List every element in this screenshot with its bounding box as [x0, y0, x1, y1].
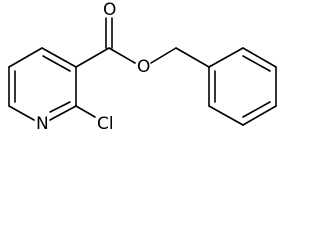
- double-bond-b4-b5-inner: [242, 101, 271, 118]
- bond-c3-carbonyl: [75, 47, 110, 68]
- ester-oxygen-label: O: [137, 57, 150, 77]
- bond-b5-b6: [208, 105, 244, 126]
- bond-ch2-phenyl: [175, 47, 210, 68]
- bond-c3-c4: [41, 47, 77, 68]
- ester-group: [75, 17, 177, 68]
- bond-c6-n: [8, 105, 35, 121]
- double-bond-c3-c4-inner: [42, 55, 71, 72]
- bond-o-ch2: [150, 47, 177, 64]
- double-bond-n-c2-inner: [49, 101, 71, 113]
- carbonyl-oxygen-label: O: [103, 0, 116, 20]
- chlorine-label: Cl: [97, 114, 114, 134]
- benzene-ring: [208, 47, 277, 126]
- bond-c2-cl: [75, 105, 96, 118]
- nitrogen-label: N: [36, 114, 49, 134]
- bond-carbonyl-o: [108, 47, 136, 64]
- pyridine-ring: [8, 47, 77, 121]
- bond-n-c2: [49, 105, 77, 121]
- double-bond-b2-b3-inner: [242, 55, 271, 72]
- bond-b4-b5: [242, 105, 277, 126]
- benzyl-2-chloronicotinate-structure: Cl N O O: [8, 0, 277, 134]
- bond-c4-c5: [8, 47, 43, 68]
- bond-b1-b2: [208, 47, 244, 68]
- bond-b2-b3: [242, 47, 277, 68]
